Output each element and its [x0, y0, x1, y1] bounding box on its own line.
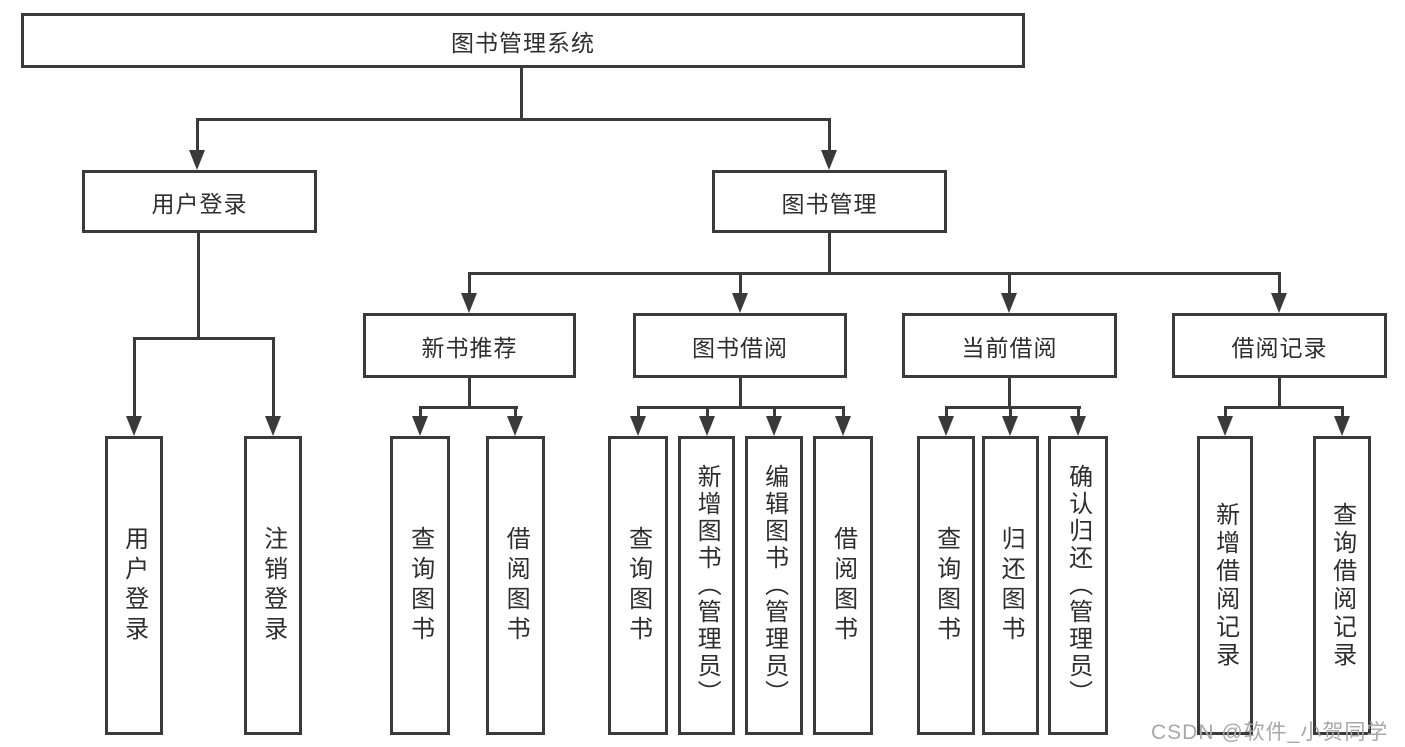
connector-line	[419, 406, 422, 418]
connector-line	[637, 406, 845, 409]
connector-line	[133, 337, 274, 340]
node-label: 查询图书	[624, 525, 652, 646]
node-query-books-cb: 查询图书	[917, 436, 975, 735]
node-label: 图书管理系统	[451, 29, 595, 56]
arrow-down-icon	[821, 150, 837, 170]
connector-line	[828, 118, 831, 152]
node-edit-books-admin: 编辑图书（管理员）	[745, 436, 803, 735]
node-label: 编辑图书（管理员）	[760, 464, 788, 707]
node-label: 确认归还（管理员）	[1064, 464, 1092, 707]
connector-line	[706, 406, 709, 418]
arrow-down-icon	[461, 293, 477, 313]
arrow-down-icon	[412, 416, 428, 436]
connector-line	[1341, 406, 1344, 418]
connector-line	[1077, 406, 1080, 418]
node-label: 查询图书	[406, 525, 434, 646]
arrow-down-icon	[766, 416, 782, 436]
node-query-books-rec: 查询图书	[390, 436, 450, 735]
arrow-down-icon	[699, 416, 715, 436]
connector-line	[196, 118, 830, 121]
connector-line	[514, 406, 517, 418]
connector-line	[133, 337, 136, 418]
node-user-login: 用户登录	[82, 170, 317, 233]
connector-line	[637, 406, 640, 418]
arrow-down-icon	[265, 416, 281, 436]
arrow-down-icon	[1001, 293, 1017, 313]
node-book-management: 图书管理	[712, 170, 947, 233]
connector-line	[520, 68, 523, 118]
connector-line	[419, 406, 518, 409]
node-label: 当前借阅	[961, 334, 1058, 361]
node-book-borrowing: 图书借阅	[633, 313, 847, 378]
connector-line	[1008, 378, 1011, 407]
arrow-down-icon	[1070, 416, 1086, 436]
connector-line	[1278, 378, 1281, 407]
node-label: 图书借阅	[692, 334, 788, 361]
node-label: 借阅图书	[829, 525, 857, 646]
connector-line	[468, 378, 471, 407]
arrow-down-icon	[126, 416, 142, 436]
connector-line	[1278, 272, 1281, 295]
node-borrowing-records: 借阅记录	[1172, 313, 1387, 378]
arrow-down-icon	[732, 293, 748, 313]
node-label: 新增图书（管理员）	[693, 464, 721, 707]
node-borrow-books-rec: 借阅图书	[486, 436, 545, 735]
node-label: 用户登录	[120, 525, 148, 646]
connector-line	[1008, 272, 1011, 295]
node-query-books-bb: 查询图书	[608, 436, 668, 735]
node-user-login-leaf: 用户登录	[105, 436, 163, 735]
node-label: 新书推荐	[421, 334, 518, 361]
node-label: 归还图书	[997, 525, 1025, 646]
node-label: 用户登录	[151, 190, 248, 217]
connector-line	[945, 406, 948, 418]
node-label: 图书管理	[781, 190, 878, 217]
connector-line	[197, 233, 200, 337]
connector-line	[1224, 406, 1227, 418]
arrow-down-icon	[835, 416, 851, 436]
arrow-down-icon	[1334, 416, 1350, 436]
arrow-down-icon	[938, 416, 954, 436]
watermark-text: CSDN @软件_小贺同学	[1151, 721, 1389, 744]
arrow-down-icon	[1217, 416, 1233, 436]
node-label: 新增借阅记录	[1211, 501, 1239, 670]
connector-line	[739, 378, 742, 407]
node-return-books: 归还图书	[982, 436, 1039, 735]
connector-line	[196, 118, 199, 152]
connector-line	[272, 337, 275, 418]
node-new-book-recommendation: 新书推荐	[363, 313, 576, 378]
node-confirm-return-admin: 确认归还（管理员）	[1048, 436, 1108, 735]
connector-line	[773, 406, 776, 418]
node-label: 借阅图书	[502, 525, 530, 646]
connector-line	[468, 272, 1280, 275]
node-library-system: 图书管理系统	[21, 13, 1025, 68]
node-logout: 注销登录	[244, 436, 302, 735]
node-label: 借阅记录	[1231, 334, 1328, 361]
node-current-borrowing: 当前借阅	[902, 313, 1117, 378]
arrow-down-icon	[1271, 293, 1287, 313]
arrow-down-icon	[507, 416, 523, 436]
node-label: 查询图书	[932, 525, 960, 646]
connector-line	[1009, 406, 1012, 418]
connector-line	[1224, 406, 1344, 409]
node-label: 查询借阅记录	[1328, 501, 1356, 670]
connector-line	[468, 272, 471, 295]
connector-line	[739, 272, 742, 295]
arrow-down-icon	[189, 150, 205, 170]
node-add-books-admin: 新增图书（管理员）	[678, 436, 735, 735]
connector-line	[828, 233, 831, 272]
node-add-borrow-record: 新增借阅记录	[1197, 436, 1253, 735]
node-query-borrow-record: 查询借阅记录	[1313, 436, 1371, 735]
connector-line	[945, 406, 1081, 409]
connector-line	[842, 406, 845, 418]
node-borrow-books-bb: 借阅图书	[813, 436, 873, 735]
arrow-down-icon	[630, 416, 646, 436]
node-label: 注销登录	[259, 525, 287, 646]
arrow-down-icon	[1002, 416, 1018, 436]
